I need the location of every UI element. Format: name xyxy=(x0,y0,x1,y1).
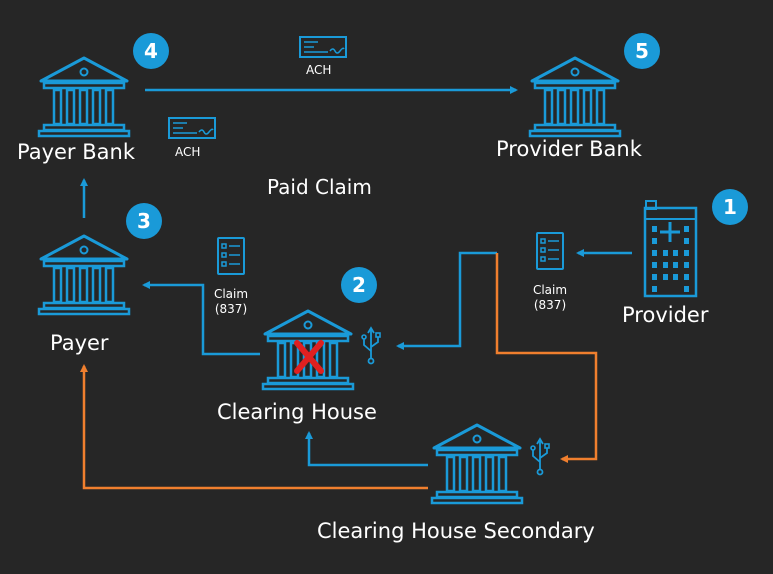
clearing-house-label: Clearing House xyxy=(217,400,377,424)
hospital-building-icon xyxy=(643,200,698,298)
payer-bank-label: Payer Bank xyxy=(17,140,135,164)
payer-label: Payer xyxy=(50,331,109,355)
ach-check-icon xyxy=(299,36,347,58)
arrow-secondary-to-clearinghouse xyxy=(305,431,428,467)
clearing-house-secondary-label: Clearing House Secondary xyxy=(317,519,595,543)
ach-top-label: ACH xyxy=(306,63,332,77)
clearing-house-secondary-icon xyxy=(430,423,524,505)
provider-bank-label: Provider Bank xyxy=(496,137,642,161)
payer-bank-icon xyxy=(37,56,131,138)
claim-left-title: Claim xyxy=(213,287,249,301)
claim-right-code: (837) xyxy=(533,298,567,312)
x-mark-icon xyxy=(294,340,324,374)
arrow-claim-to-clearinghouse xyxy=(396,251,497,350)
usb-connection-icon xyxy=(530,438,550,476)
step-badge-1: 1 xyxy=(712,189,748,225)
claim-right-label: Claim (837) xyxy=(526,283,574,313)
clearing-house-icon xyxy=(261,309,355,391)
step-badge-5: 5 xyxy=(624,33,660,69)
claim-document-icon xyxy=(217,237,245,275)
provider-label: Provider xyxy=(622,303,709,327)
step-badge-3: 3 xyxy=(126,203,162,239)
connectors-secondary xyxy=(80,253,598,490)
step-badge-4: 4 xyxy=(133,33,169,69)
step-badge-2: 2 xyxy=(341,267,377,303)
claim-document-icon xyxy=(536,232,564,270)
payer-icon xyxy=(37,234,131,316)
usb-connection-icon xyxy=(361,327,381,365)
provider-bank-icon xyxy=(528,56,622,138)
connectors-primary xyxy=(80,86,632,467)
ach-left-label: ACH xyxy=(175,145,201,159)
paid-claim-label: Paid Claim xyxy=(267,175,372,199)
claim-left-label: Claim (837) xyxy=(207,287,255,317)
arrow-clearinghouse-to-payer xyxy=(142,281,260,356)
ach-check-icon xyxy=(168,117,216,139)
claim-right-title: Claim xyxy=(532,283,568,297)
arrow-secondary-to-payer xyxy=(80,364,428,490)
claim-left-code: (837) xyxy=(214,302,248,316)
arrow-claim-to-secondary xyxy=(495,253,598,463)
